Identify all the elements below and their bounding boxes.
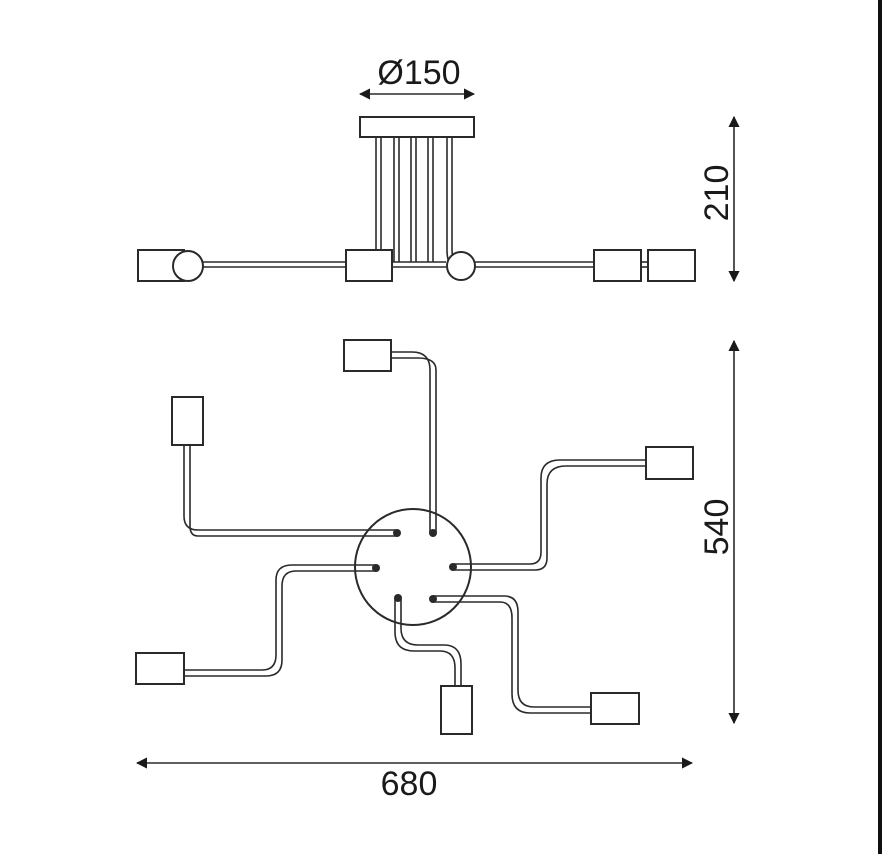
side-view: Ø150 [137,54,740,283]
depth-label: 540 [698,499,736,556]
socket-top-2 [171,396,204,446]
width-label: 680 [381,765,438,803]
socket-top-1 [343,339,392,372]
socket-end-side-2 [446,251,476,281]
diameter-label: Ø150 [377,54,460,92]
image-border [878,0,882,854]
arm-top-3 [453,459,646,565]
socket-end-side-1 [172,250,204,282]
socket-top-3 [645,446,694,480]
rods-side [375,137,453,262]
height-label: 210 [698,165,736,222]
top-view: 540 680 [135,339,740,803]
canopy-holes [372,529,457,603]
socket-side-4 [647,249,696,282]
arm-top-6 [433,595,591,708]
socket-top-5 [440,685,473,735]
arm-top-1 [392,351,431,533]
socket-top-6 [590,692,640,725]
arms-side [202,249,648,269]
socket-top-4 [135,652,185,685]
arm-top-2 [183,446,397,531]
socket-side-2 [345,249,393,282]
socket-side-3 [593,249,642,282]
canopy-side [359,116,475,138]
arm-top-4 [184,564,376,671]
arm-top-5 [394,598,456,686]
